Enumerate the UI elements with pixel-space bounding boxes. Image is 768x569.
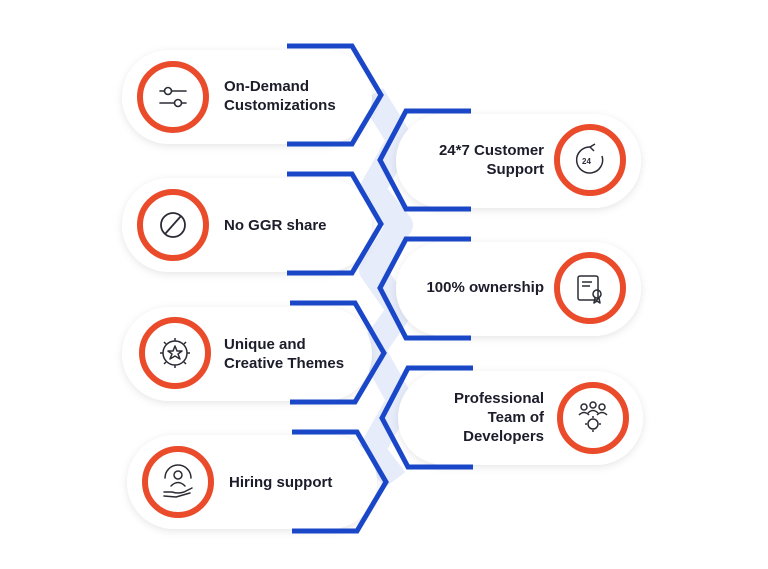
label-line: Customizations [224, 97, 336, 114]
label-no-ggr-share: No GGR share [224, 216, 327, 235]
blue-chevron [290, 300, 387, 405]
feature-on-demand-customizations [122, 43, 384, 147]
label-24-7-support: 24*7 Customer Support [400, 141, 544, 179]
feature-no-ggr-share [122, 171, 384, 276]
blue-chevron [287, 43, 384, 147]
label-line: Team of [487, 409, 544, 426]
label-line: Developers [463, 428, 544, 445]
label-line: 24*7 Customer [438, 142, 544, 159]
orange-ring [139, 317, 211, 389]
label-line: 100% ownership [426, 279, 544, 296]
orange-ring [137, 61, 209, 133]
label-unique-creative-themes: Unique and Creative Themes [224, 335, 344, 373]
feature-24-7-support: 24 [377, 108, 641, 212]
clock-24-icon: 24 [575, 143, 604, 174]
blue-chevron [379, 365, 473, 470]
svg-text:24: 24 [582, 157, 591, 166]
label-on-demand-customizations: On-Demand Customizations [224, 77, 336, 115]
label-100-ownership: 100% ownership [400, 278, 544, 297]
feature-hiring-support [127, 429, 389, 534]
label-hiring-support: Hiring support [229, 473, 332, 492]
orange-ring [554, 124, 626, 196]
label-line: Hiring support [229, 474, 333, 491]
label-line: On-Demand [224, 78, 310, 95]
orange-ring [554, 252, 626, 324]
label-line: Support [486, 161, 545, 178]
blue-chevron [292, 429, 389, 534]
feature-100-ownership [377, 236, 641, 341]
certificate-icon [577, 275, 602, 304]
feature-professional-team [379, 365, 643, 470]
blue-chevron [377, 108, 471, 212]
hand-person-icon [163, 464, 193, 498]
sliders-icon [159, 86, 187, 108]
blue-chevron [377, 236, 471, 341]
label-professional-team: Professional Team of Developers [400, 389, 544, 446]
label-line: Unique and [224, 336, 306, 353]
label-line: No GGR share [224, 217, 327, 234]
label-line: Creative Themes [224, 355, 345, 372]
prohibited-icon [160, 212, 186, 238]
blue-chevron [287, 171, 384, 276]
gear-star-icon [160, 338, 190, 368]
feature-unique-creative-themes [122, 300, 387, 405]
team-gear-icon [578, 401, 608, 432]
label-line: Professional [453, 390, 544, 407]
